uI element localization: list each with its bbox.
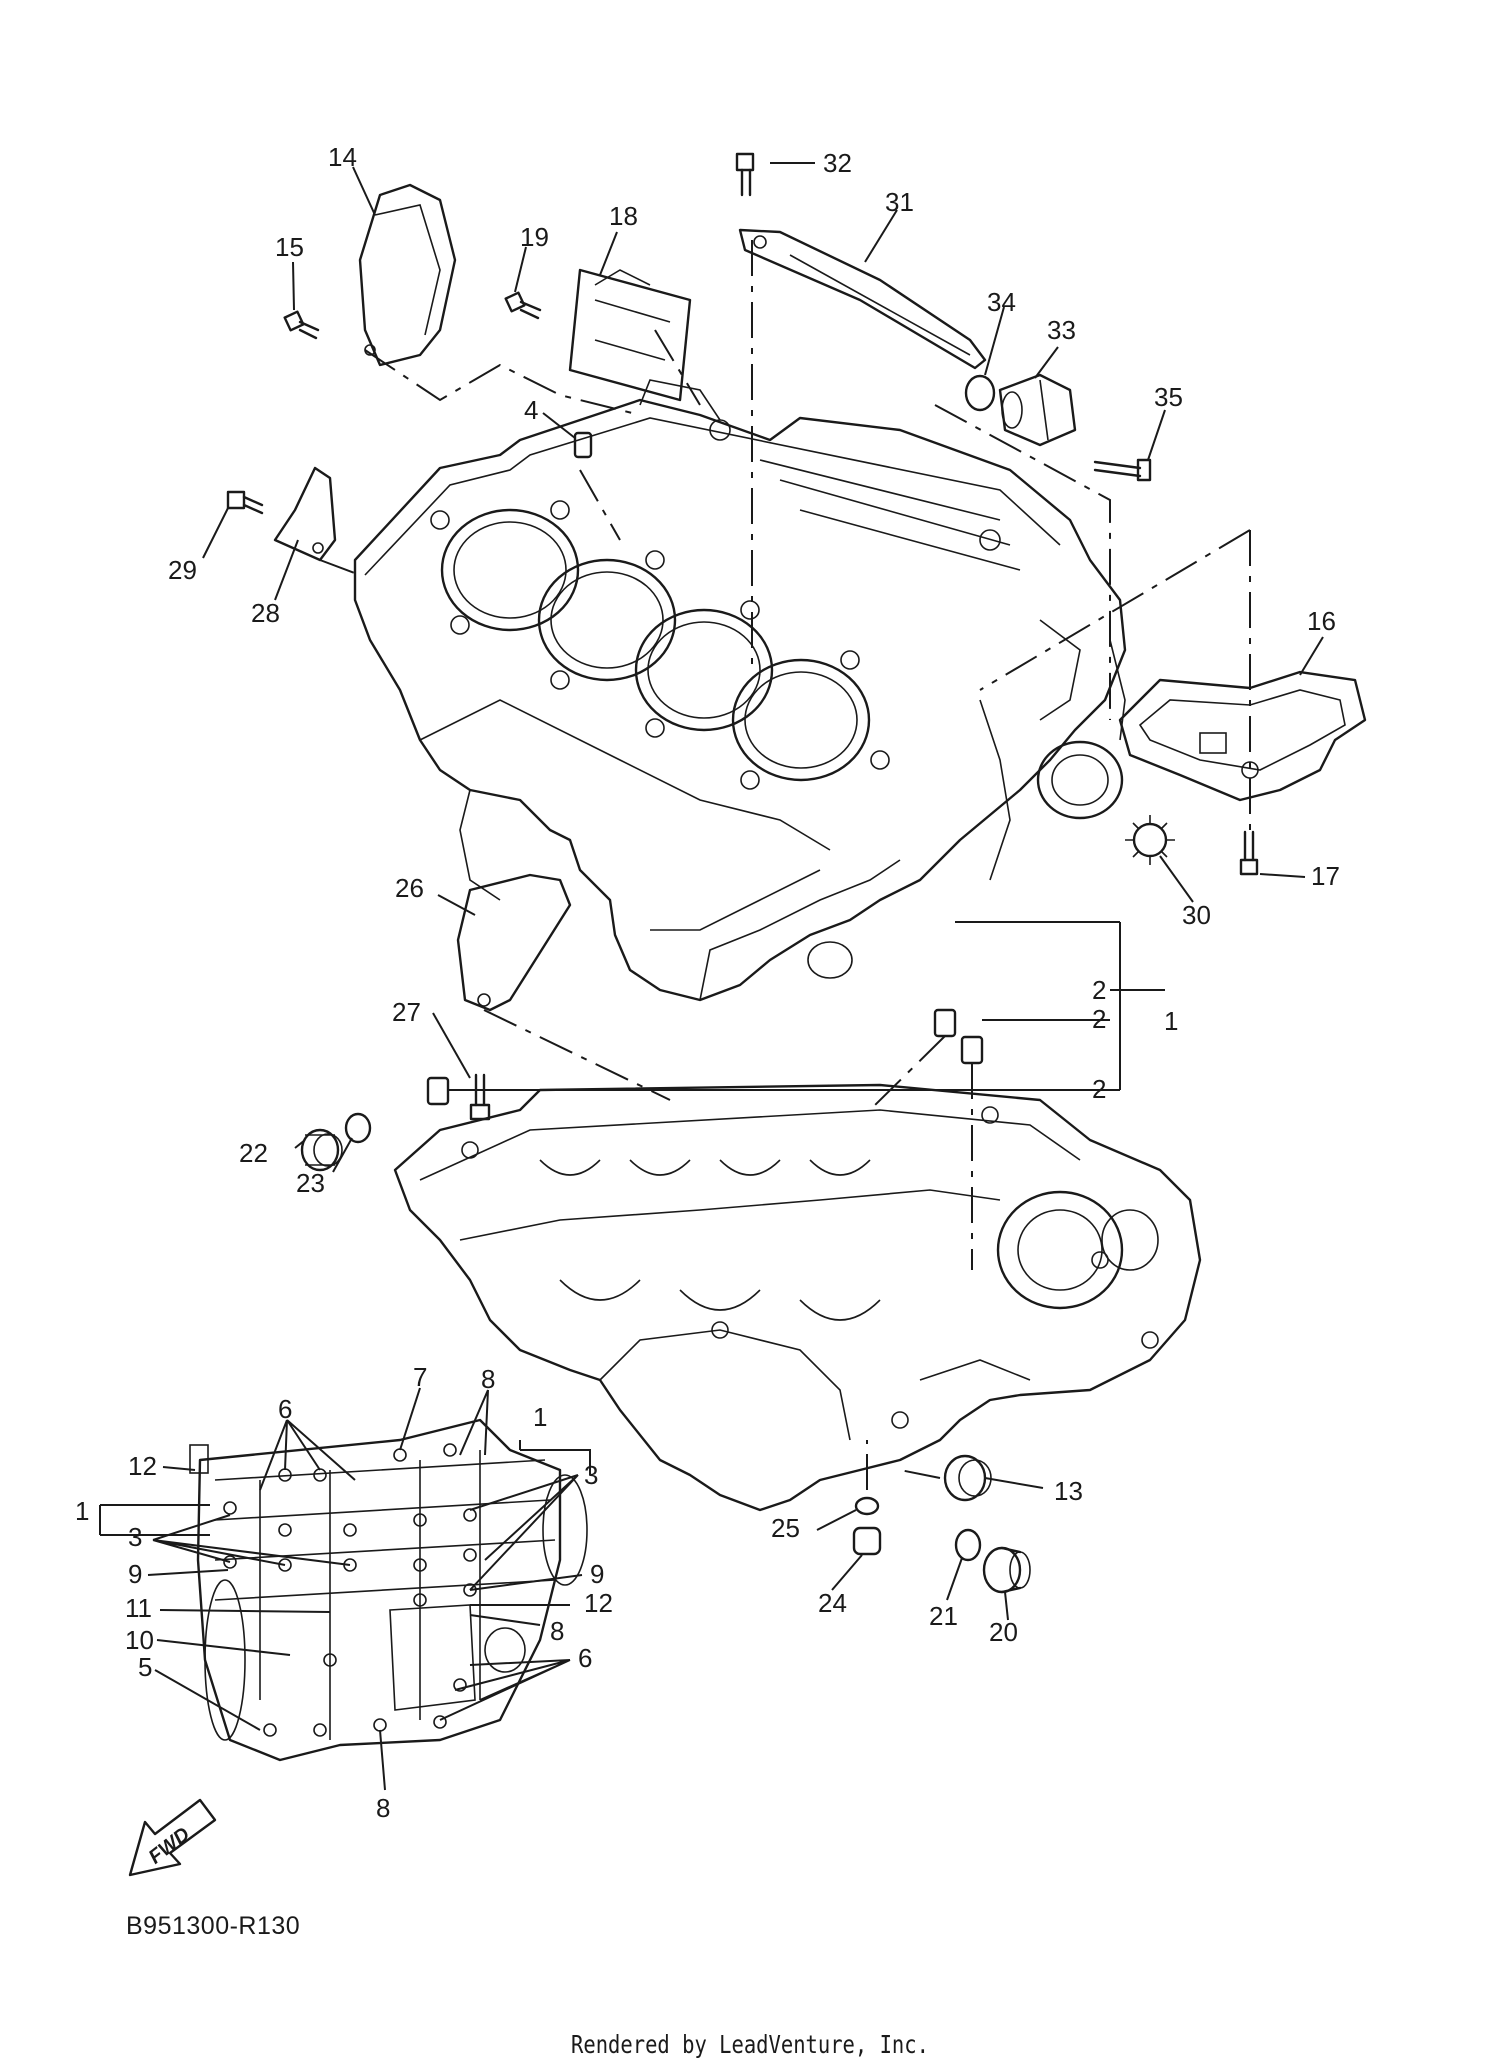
callout-32[interactable]: 32 [823,148,852,178]
callout-18[interactable]: 18 [609,201,638,231]
part-27-bolt[interactable] [469,1073,491,1121]
callout-34[interactable]: 34 [987,287,1016,317]
lower-crankcase[interactable] [393,1083,1202,1512]
callout-4[interactable]: 4 [524,395,538,425]
callout-31[interactable]: 31 [885,187,914,217]
diagram-code: B951300-R130 [126,1912,301,1940]
callout-16[interactable]: 16 [1307,606,1336,636]
callout-23[interactable]: 23 [296,1168,325,1198]
part-18-guide[interactable] [568,268,692,402]
part-26-plate[interactable] [456,873,572,1012]
cylinder-bore-2 [537,558,677,682]
callout-1[interactable]: 1 [1164,1006,1178,1036]
callout-20[interactable]: 20 [989,1617,1018,1647]
assembly-lines [319,240,1251,1490]
inset-callout-5[interactable]: 5 [138,1652,152,1682]
part-17-bolt[interactable] [1239,830,1259,876]
footer-credit: Rendered by LeadVenture, Inc. [571,2030,929,2059]
callout-26[interactable]: 26 [395,873,424,903]
part-32-bolt[interactable] [735,152,755,197]
callout-35[interactable]: 35 [1154,382,1183,412]
callout-25[interactable]: 25 [771,1513,800,1543]
part-35-bolt[interactable] [1093,458,1152,482]
callout-29[interactable]: 29 [168,555,197,585]
inset-callout-6-top[interactable]: 6 [278,1394,292,1424]
callout-19[interactable]: 19 [520,222,549,252]
inset-callout-3-left[interactable]: 3 [128,1522,142,1552]
part-34-oring[interactable] [964,374,996,412]
part-22-plug[interactable] [300,1128,343,1172]
inset-callout-11[interactable]: 11 [125,1593,152,1623]
callout-14[interactable]: 14 [328,142,357,172]
cylinder-bore-4 [731,658,871,782]
part-33-sensor[interactable] [998,373,1077,447]
part-23-oring[interactable] [344,1112,372,1144]
callout-17[interactable]: 17 [1311,861,1340,891]
part-25-oring[interactable] [854,1496,880,1516]
part-13-plug[interactable] [943,1454,992,1502]
part-20-plug[interactable] [982,1546,1031,1594]
part-19-bolt[interactable] [504,291,542,320]
callout-22[interactable]: 22 [239,1138,268,1168]
inset-callout-7[interactable]: 7 [413,1362,427,1392]
callout-15[interactable]: 15 [275,232,304,262]
callout-33[interactable]: 33 [1047,315,1076,345]
main-bearing-saddles [539,1159,881,1321]
callout-2-upper[interactable]: 2 [1092,975,1106,1005]
inset-callout-12-right[interactable]: 12 [584,1588,613,1618]
callout-13[interactable]: 13 [1054,1476,1083,1506]
upper-crankcase[interactable] [353,379,1127,1002]
inset-callout-8-top[interactable]: 8 [481,1364,495,1394]
fwd-arrow-icon: FWD [128,1798,217,1877]
inset-leader-lines [99,1387,591,1791]
part-15-bolt[interactable] [283,310,320,340]
callout-21[interactable]: 21 [929,1601,958,1631]
part-4-dowel[interactable] [573,431,593,459]
cylinder-bore-3 [634,608,774,732]
callout-2-lower[interactable]: 2 [1092,1074,1106,1104]
inset-callout-3-right[interactable]: 3 [584,1460,598,1490]
callout-2-middle[interactable]: 2 [1092,1004,1106,1034]
part-21-oring[interactable] [954,1528,982,1562]
inset-callout-8-bottom[interactable]: 8 [376,1793,390,1823]
leader-lines [202,162,1324,1621]
inset-callout-1-right[interactable]: 1 [533,1402,547,1432]
inset-callout-12-left[interactable]: 12 [128,1451,157,1481]
inset-callout-1-left[interactable]: 1 [75,1496,89,1526]
part-16-baffle-plate[interactable] [1118,670,1367,802]
part-30-gear[interactable] [1125,815,1175,865]
callout-27[interactable]: 27 [392,997,421,1027]
inset-callout-9-right[interactable]: 9 [590,1559,604,1589]
callout-30[interactable]: 30 [1182,900,1211,930]
inset-callout-9-left[interactable]: 9 [128,1559,142,1589]
inset-callout-8-right[interactable]: 8 [550,1616,564,1646]
part-28-bracket[interactable] [273,466,337,562]
callout-28[interactable]: 28 [251,598,280,628]
inset-callout-10[interactable]: 10 [125,1625,154,1655]
inset-callout-6-right[interactable]: 6 [578,1643,592,1673]
part-24-plug[interactable] [852,1526,882,1556]
callout-numbers: 14 15 19 18 32 31 34 33 35 4 29 28 16 17… [75,142,1340,1823]
inset-bottom-view[interactable] [189,1418,588,1762]
callout-24[interactable]: 24 [818,1588,847,1618]
part-29-bolt[interactable] [226,490,264,515]
part-31-plate[interactable] [738,228,987,370]
cylinder-bore-1 [440,508,580,632]
